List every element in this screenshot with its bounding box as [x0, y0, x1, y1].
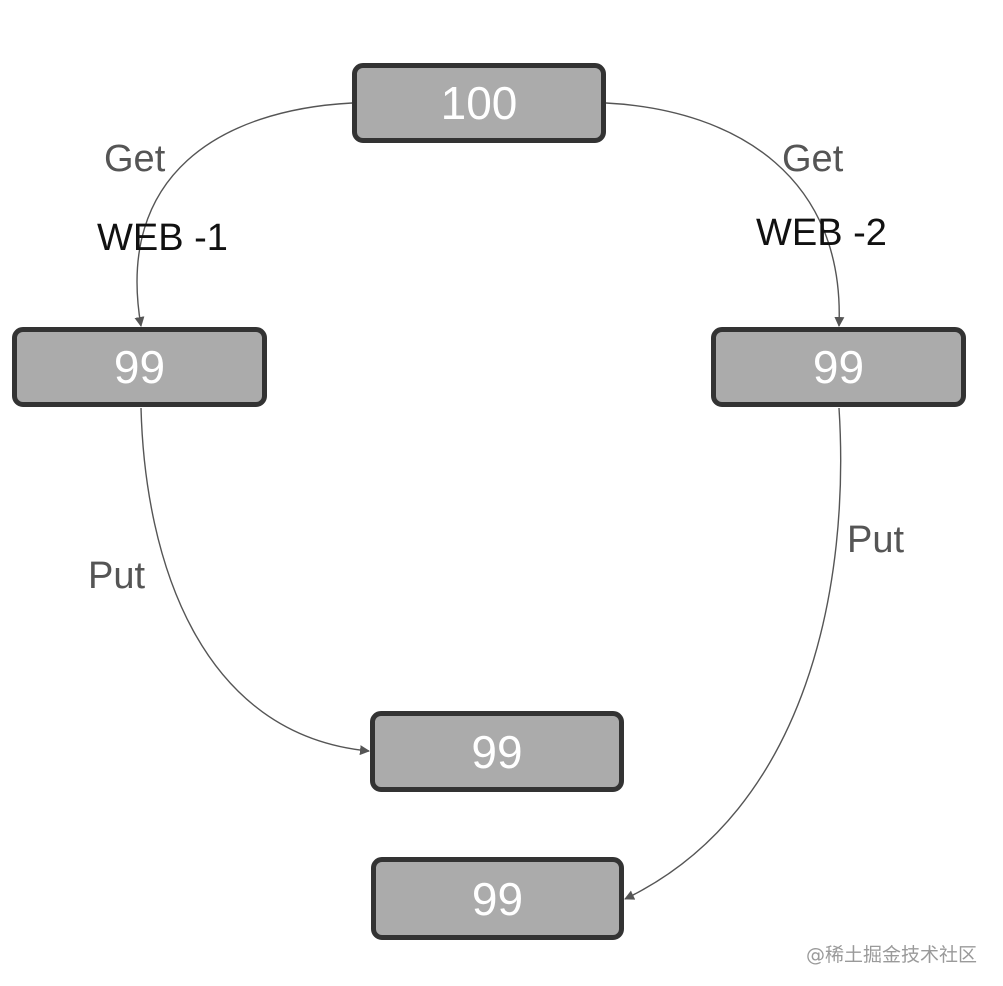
- node-top: 100: [352, 63, 606, 143]
- label-put-right: Put: [847, 519, 905, 561]
- watermark: @稀土掘金技术社区: [805, 944, 977, 966]
- label-put-left: Put: [88, 555, 146, 597]
- node-web-1-value: 99: [113, 341, 166, 393]
- node-web-1: 99: [12, 327, 267, 407]
- edge-top-to-right: [605, 102, 845, 327]
- node-result-2: 99: [371, 857, 624, 940]
- node-result-1: 99: [370, 711, 624, 792]
- node-top-value: 100: [440, 77, 518, 129]
- node-result-2-value: 99: [471, 872, 524, 925]
- node-result-1-value: 99: [471, 725, 523, 778]
- edge-left-to-bottom-1: [140, 407, 370, 756]
- node-web-2-value: 99: [812, 341, 865, 393]
- label-get-right: Get: [782, 138, 844, 180]
- edge-right-to-bottom-2: [624, 407, 842, 900]
- label-get-left: Get: [104, 138, 166, 180]
- label-web-1: WEB -1: [97, 217, 228, 259]
- edge-top-to-left: [134, 102, 353, 327]
- label-web-2: WEB -2: [756, 212, 887, 254]
- node-web-2: 99: [711, 327, 966, 407]
